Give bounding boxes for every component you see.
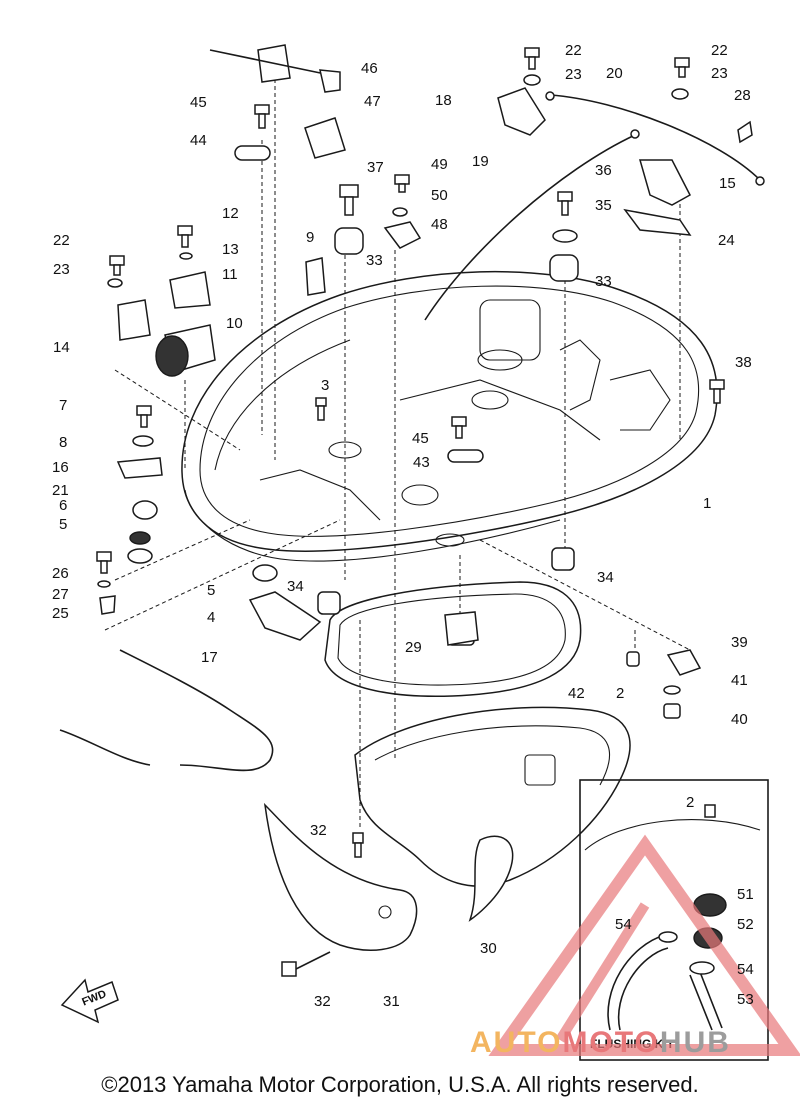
label-6: 6 [59, 497, 67, 514]
hardware-parts [96, 44, 753, 977]
label-52: 52 [737, 916, 754, 933]
watermark-auto: AUTO [470, 1026, 563, 1059]
label-5b: 5 [207, 582, 215, 599]
side-panel-part [263, 802, 418, 951]
label-11: 11 [222, 266, 238, 283]
label-5a: 5 [59, 516, 67, 533]
reference-lines [104, 65, 691, 830]
label-18: 18 [435, 92, 452, 109]
label-9: 9 [306, 229, 314, 246]
watermark-moto: MOTO [562, 1026, 660, 1059]
watermark-text: AUTOMOTOHUB [470, 1026, 800, 1060]
copyright-notice: ©2013 Yamaha Motor Corporation, U.S.A. A… [101, 1072, 699, 1097]
label-24: 24 [718, 232, 735, 249]
label-4: 4 [207, 609, 215, 626]
watermark-logo [488, 834, 800, 1056]
watermark-hub: HUB [659, 1026, 731, 1059]
label-40: 40 [731, 711, 748, 728]
label-32b: 32 [314, 993, 331, 1010]
label-15: 15 [719, 175, 736, 192]
label-12: 12 [222, 205, 239, 222]
label-21: 21 [52, 482, 69, 499]
label-22b: 22 [565, 42, 582, 59]
label-14: 14 [53, 339, 70, 356]
label-37: 37 [367, 159, 384, 176]
forward-arrow-icon: FWD [60, 978, 119, 1024]
label-33b: 33 [595, 273, 612, 290]
label-23c: 23 [711, 65, 728, 82]
label-3: 3 [321, 377, 329, 394]
cables [59, 91, 765, 772]
label-22c: 22 [711, 42, 728, 59]
label-49: 49 [431, 156, 448, 173]
label-13: 13 [222, 241, 239, 258]
label-39: 39 [731, 634, 748, 651]
label-8: 8 [59, 434, 67, 451]
label-2a: 2 [616, 685, 624, 702]
label-48: 48 [431, 216, 448, 233]
lower-cover-part [354, 706, 631, 922]
label-2b: 2 [686, 794, 694, 811]
label-53: 53 [737, 991, 754, 1008]
label-28: 28 [734, 87, 751, 104]
label-54a: 54 [615, 916, 632, 933]
label-47: 47 [364, 93, 381, 110]
label-45b: 45 [412, 430, 429, 447]
label-1: 1 [703, 495, 711, 512]
label-34b: 34 [597, 569, 614, 586]
label-41: 41 [731, 672, 748, 689]
label-38: 38 [735, 354, 752, 371]
label-23a: 23 [53, 261, 70, 278]
label-27: 27 [52, 586, 69, 603]
label-23b: 23 [565, 66, 582, 83]
label-42: 42 [568, 685, 585, 702]
label-10: 10 [226, 315, 243, 332]
label-54b: 54 [737, 961, 754, 978]
label-16: 16 [52, 459, 69, 476]
label-30: 30 [480, 940, 497, 957]
label-32a: 32 [310, 822, 327, 839]
label-29: 29 [405, 639, 422, 656]
label-20: 20 [606, 65, 623, 82]
label-34a: 34 [287, 578, 304, 595]
label-33a: 33 [366, 252, 383, 269]
label-26: 26 [52, 565, 69, 582]
label-17: 17 [201, 649, 218, 666]
label-46: 46 [361, 60, 378, 77]
label-31: 31 [383, 993, 400, 1010]
label-7: 7 [59, 397, 67, 414]
label-45a: 45 [190, 94, 207, 111]
label-51: 51 [737, 886, 754, 903]
label-19: 19 [472, 153, 489, 170]
label-35: 35 [595, 197, 612, 214]
label-44: 44 [190, 132, 207, 149]
label-50: 50 [431, 187, 448, 204]
label-36: 36 [595, 162, 612, 179]
label-22a: 22 [53, 232, 70, 249]
part-number-labels: 1 2 2 3 4 5 5 6 7 8 9 10 11 12 13 14 15 … [52, 42, 754, 1010]
label-43: 43 [413, 454, 430, 471]
label-25: 25 [52, 605, 69, 622]
